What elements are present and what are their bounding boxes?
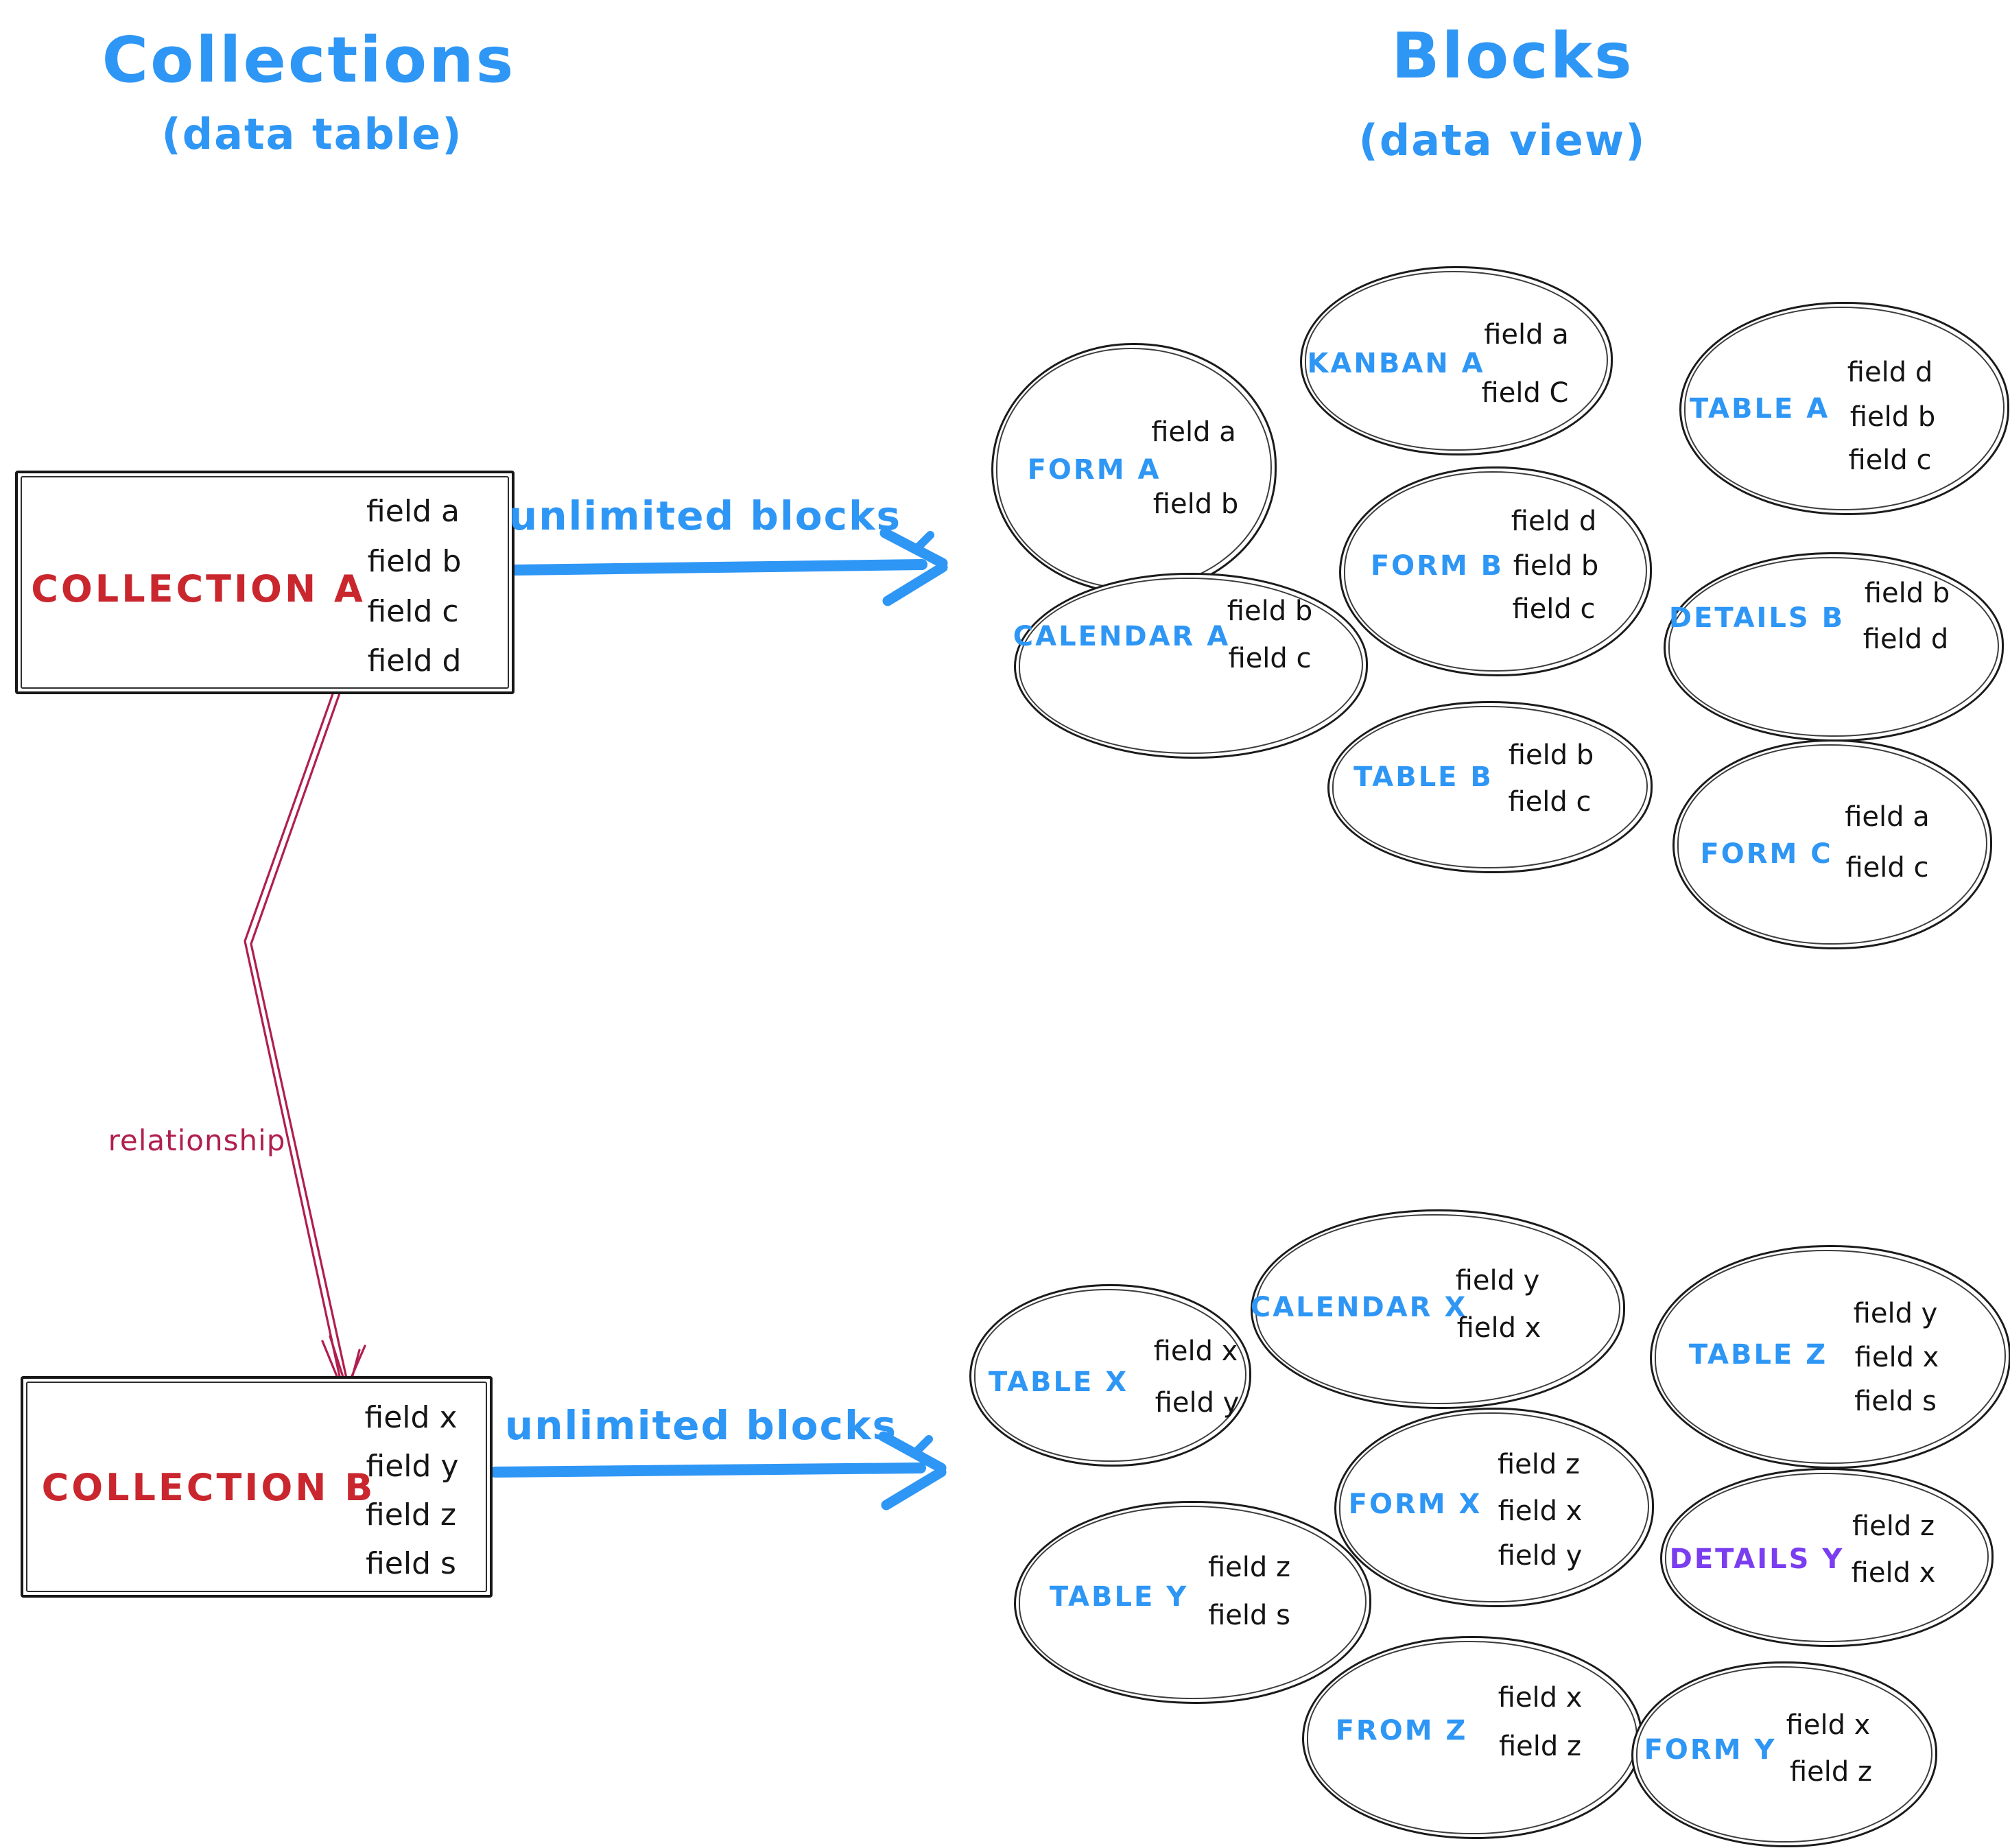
block-field: field a (1151, 416, 1236, 448)
block-field: field y (1455, 1265, 1540, 1296)
block-ellipse-from-z: FROM Z field x field z (1302, 1636, 1642, 1839)
block-label-kanban-a: KANBAN A (1307, 348, 1485, 379)
block-field: field y (1853, 1298, 1938, 1329)
block-ellipse-table-x: TABLE X field x field y (969, 1284, 1251, 1467)
block-field: field a (1484, 319, 1569, 351)
block-label-calendar-a: CALENDAR A (1013, 621, 1231, 652)
collection-a-field: field b (367, 544, 462, 579)
block-field: field c (1508, 786, 1592, 818)
block-field: field x (1854, 1342, 1939, 1373)
block-ellipse-table-b: TABLE B field b field c (1327, 701, 1653, 873)
block-field: field b (1508, 739, 1594, 771)
block-label-calendar-x: CALENDAR X (1250, 1292, 1468, 1323)
collection-b-name: COLLECTION B (41, 1466, 376, 1509)
block-field: field x (1498, 1682, 1583, 1714)
block-ellipse-form-x: FORM X field z field x field y (1334, 1408, 1654, 1607)
block-label-form-b: FORM B (1370, 550, 1504, 582)
block-field: field b (1152, 488, 1239, 520)
blocks-title: Blocks (1391, 19, 1634, 93)
block-ellipse-table-a: TABLE A field d field b field c (1679, 302, 2009, 515)
block-label-details-y: DETAILS Y (1669, 1543, 1845, 1575)
block-field: field d (1863, 624, 1949, 655)
block-field: field z (1852, 1511, 1935, 1542)
collection-a-field: field a (366, 494, 460, 529)
block-field: field C (1481, 377, 1569, 409)
block-field: field b (1513, 550, 1599, 582)
block-field: field b (1849, 401, 1936, 433)
blocks-subtitle: (data view) (1358, 115, 1646, 165)
block-ellipse-details-b: DETAILS B field b field d (1664, 552, 2004, 742)
block-ellipse-form-c: FORM C field a field c (1672, 739, 1992, 949)
unlimited-blocks-arrow-top (510, 528, 948, 606)
collection-b-field: field s (366, 1546, 456, 1581)
block-field: field b (1227, 595, 1313, 627)
collections-title: Collections (102, 23, 516, 97)
collection-b-field: field y (366, 1449, 459, 1484)
block-ellipse-calendar-a: CALENDAR A field b field c (1013, 573, 1368, 759)
block-field: field z (1789, 1756, 1873, 1788)
block-field: field x (1786, 1709, 1871, 1741)
collection-a-box: COLLECTION A field a field b field c fie… (15, 471, 515, 694)
collection-a-name: COLLECTION A (31, 567, 366, 611)
block-label-table-z: TABLE Z (1688, 1339, 1828, 1371)
block-field: field c (1848, 445, 1932, 476)
block-field: field x (1498, 1495, 1583, 1527)
block-label-form-a: FORM A (1027, 454, 1161, 486)
block-field: field y (1155, 1387, 1240, 1419)
block-label-from-z: FROM Z (1335, 1715, 1468, 1746)
collections-subtitle: (data table) (161, 109, 463, 159)
block-label-details-b: DETAILS B (1668, 602, 1845, 634)
block-label-form-x: FORM X (1348, 1489, 1482, 1520)
block-field: field z (1498, 1731, 1582, 1762)
block-field: field s (1208, 1600, 1290, 1631)
block-field: field z (1207, 1552, 1291, 1583)
collection-a-field: field d (367, 643, 462, 678)
block-field: field x (1153, 1336, 1238, 1367)
block-ellipse-table-y: TABLE Y field z field s (1014, 1501, 1371, 1704)
block-label-table-a: TABLE A (1689, 393, 1830, 425)
unlimited-blocks-arrow-bottom (490, 1431, 947, 1511)
block-ellipse-calendar-x: CALENDAR X field y field x (1251, 1209, 1625, 1409)
unlimited-blocks-label-top: unlimited blocks (508, 493, 902, 539)
unlimited-blocks-label-bottom: unlimited blocks (504, 1402, 898, 1449)
collection-b-field: field x (364, 1400, 458, 1435)
block-ellipse-form-y: FORM Y field x field z (1631, 1661, 1937, 1847)
block-field: field a (1845, 801, 1930, 833)
relationship-label: relationship (108, 1124, 286, 1157)
block-field: field s (1854, 1386, 1937, 1417)
collection-a-field: field c (367, 594, 459, 629)
block-ellipse-kanban-a: KANBAN A field a field C (1300, 266, 1613, 455)
block-ellipse-details-y: DETAILS Y field z field x (1660, 1468, 1994, 1647)
block-ellipse-form-b: FORM B field d field b field c (1339, 466, 1652, 676)
block-field: field z (1497, 1449, 1581, 1480)
block-field: field c (1512, 593, 1596, 625)
block-field: field x (1851, 1557, 1936, 1589)
block-label-form-c: FORM C (1700, 838, 1833, 870)
block-label-form-y: FORM Y (1644, 1734, 1777, 1766)
block-label-table-y: TABLE Y (1049, 1581, 1189, 1613)
block-label-table-x: TABLE X (988, 1366, 1129, 1398)
block-label-table-b: TABLE B (1353, 761, 1493, 793)
block-field: field x (1456, 1312, 1541, 1344)
relationship-connector (244, 689, 366, 1393)
block-ellipse-form-a: FORM A field a field b (991, 343, 1277, 594)
block-field: field y (1498, 1540, 1583, 1572)
collection-b-field: field z (365, 1497, 457, 1532)
block-field: field c (1845, 852, 1929, 884)
block-field: field d (1847, 357, 1933, 388)
collection-b-box: COLLECTION B field x field y field z fie… (21, 1376, 493, 1598)
block-field: field d (1511, 506, 1597, 537)
block-field: field b (1864, 578, 1950, 609)
block-ellipse-table-z: TABLE Z field y field x field s (1650, 1245, 2010, 1469)
block-field: field c (1228, 643, 1312, 674)
